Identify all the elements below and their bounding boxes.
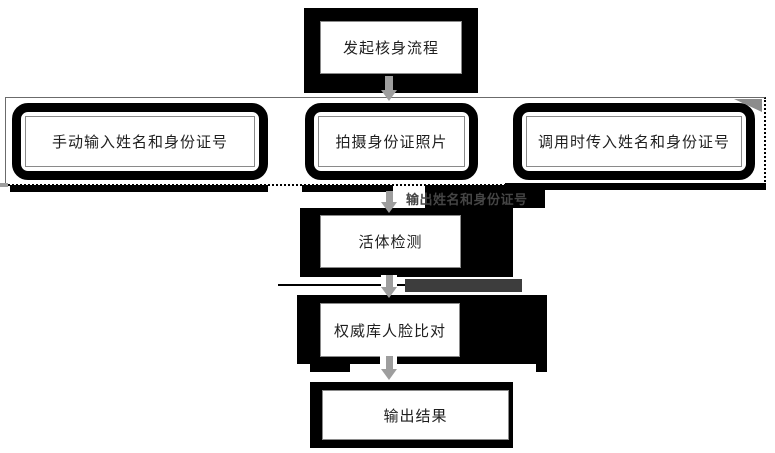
label-output-identity-text: 输出姓名和身份证号 — [406, 193, 528, 208]
arrow-branches-to-liveness — [386, 191, 393, 202]
edge-tick — [0, 183, 8, 187]
shadow-strip-right — [505, 183, 766, 190]
redacted-label-bar — [405, 279, 522, 292]
arrow-compare-to-result-head — [381, 369, 397, 380]
shadow-strip-middle — [302, 185, 393, 192]
node-result: 输出结果 — [322, 390, 509, 440]
node-start-label: 发起核身流程 — [342, 39, 439, 57]
face-compare-nub-left — [310, 364, 350, 372]
shadow-strip-label-backdrop — [425, 185, 545, 208]
node-branch-manual: 手动输入姓名和身份证号 — [12, 103, 268, 180]
node-branch-api: 调用时传入姓名和身份证号 — [513, 103, 755, 180]
label-output-identity: 输出姓名和身份证号 — [406, 189, 528, 208]
shadow-strip-left — [10, 185, 268, 192]
arrow-liveness-to-compare — [386, 275, 393, 287]
node-liveness-label: 活体检测 — [358, 233, 423, 251]
node-start: 发起核身流程 — [320, 21, 462, 74]
arrow-compare-to-result — [386, 356, 393, 369]
node-branch-api-label: 调用时传入姓名和身份证号 — [537, 133, 730, 151]
node-branch-photo: 拍摄身份证照片 — [305, 103, 478, 180]
face-compare-nub-right — [536, 364, 547, 372]
node-face-compare: 权威库人脸比对 — [320, 303, 460, 357]
connector-line — [278, 284, 409, 286]
node-branch-photo-label: 拍摄身份证照片 — [335, 133, 448, 151]
arrow-branches-to-liveness-head — [381, 202, 397, 213]
node-branch-manual-label: 手动输入姓名和身份证号 — [51, 133, 228, 151]
node-result-label: 输出结果 — [383, 406, 448, 425]
node-face-compare-label: 权威库人脸比对 — [333, 321, 446, 340]
arrow-start-to-branches-head — [381, 90, 397, 101]
node-liveness: 活体检测 — [320, 215, 461, 268]
arrow-start-to-branches — [385, 76, 393, 91]
arrow-liveness-to-compare-head — [381, 287, 397, 298]
